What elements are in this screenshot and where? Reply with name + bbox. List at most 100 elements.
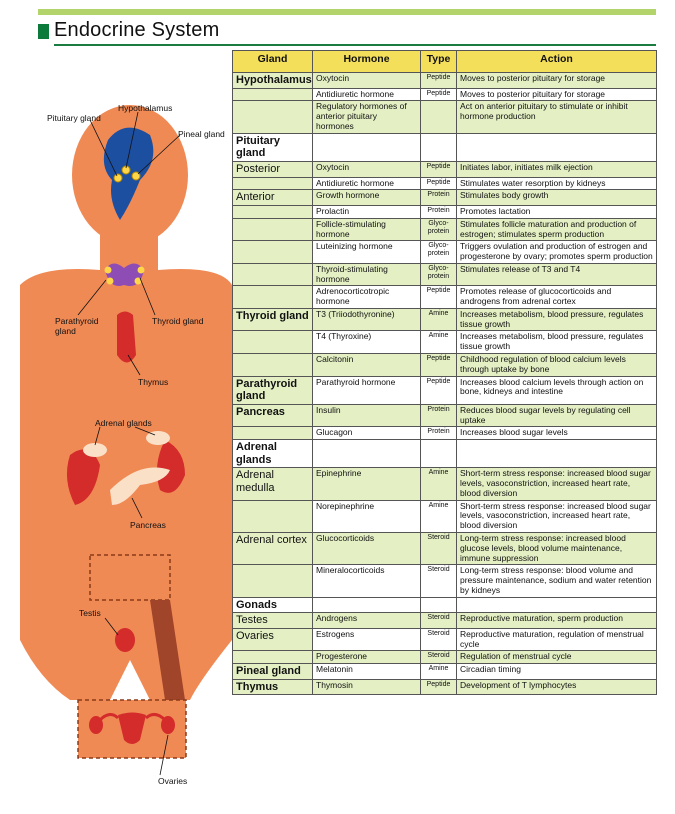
table-row: Progesterone Steroid Regulation of menst… xyxy=(232,650,657,665)
cell-gland xyxy=(232,176,313,191)
cell-gland-category: Pituitary gland xyxy=(232,132,313,162)
cell-gland: Parathyroid gland xyxy=(232,375,313,405)
cell-gland: Pancreas xyxy=(232,403,313,428)
cell-type: Glyco-protein xyxy=(420,217,457,242)
cell-gland: Adrenal cortex xyxy=(232,531,313,566)
cell-type: Amine xyxy=(420,663,457,680)
cell-type xyxy=(420,132,457,162)
adrenal-leader-1 xyxy=(94,426,101,446)
title-underline xyxy=(54,44,656,46)
uterus-shape xyxy=(118,712,146,744)
cell-hormone xyxy=(312,596,421,614)
label-thyroid: Thyroid gland xyxy=(152,316,204,326)
cell-hormone: T3 (Triiodothyronine) xyxy=(312,307,421,332)
cell-hormone: Growth hormone xyxy=(312,189,421,207)
body-illustration: Hypothalamus Pituitary gland Pineal glan… xyxy=(0,80,232,800)
label-adrenal: Adrenal glands xyxy=(95,418,152,428)
right-adrenal xyxy=(146,431,170,445)
inset-connector xyxy=(150,600,185,700)
cell-type: Peptide xyxy=(420,72,457,89)
cell-action: Short-term stress response: increased bl… xyxy=(456,467,657,501)
parathyroid-leader xyxy=(77,279,107,316)
cell-hormone: Antidiuretic hormone xyxy=(312,87,421,102)
cell-hormone: Adrenocorticotropic hormone xyxy=(312,285,421,309)
pituitary-leader xyxy=(89,119,118,177)
cell-action: Reduces blood sugar levels by regulating… xyxy=(456,403,657,428)
cell-hormone: Progesterone xyxy=(312,650,421,665)
table-row: Antidiuretic hormone Peptide Stimulates … xyxy=(232,176,657,191)
cell-hormone: Oxytocin xyxy=(312,160,421,178)
cell-hormone: Oxytocin xyxy=(312,72,421,89)
cell-action: Stimulates release of T3 and T4 xyxy=(456,262,657,287)
cell-action: Circadian timing xyxy=(456,663,657,680)
parathyroid-dot-2 xyxy=(137,266,145,274)
table-row: Thyroid gland T3 (Triiodothyronine) Amin… xyxy=(232,307,657,332)
cell-type: Steroid xyxy=(420,650,457,665)
testis-shape xyxy=(115,628,135,652)
table-row: Gonads xyxy=(232,596,657,614)
cell-action: Stimulates follicle maturation and produ… xyxy=(456,217,657,242)
ovaries-leader xyxy=(159,734,169,776)
cell-action: Increases blood sugar levels xyxy=(456,426,657,441)
cell-action xyxy=(456,132,657,162)
cell-action: Moves to posterior pituitary for storage xyxy=(456,72,657,89)
cell-type xyxy=(420,100,457,134)
pancreas-leader xyxy=(131,497,143,519)
cell-hormone: Parathyroid hormone xyxy=(312,375,421,405)
cell-type xyxy=(420,439,457,469)
cell-hormone xyxy=(312,439,421,469)
label-pineal: Pineal gland xyxy=(178,129,225,139)
cell-action: Moves to posterior pituitary for storage xyxy=(456,87,657,102)
cell-gland: Testes xyxy=(232,612,313,629)
cell-hormone: Epinephrine xyxy=(312,467,421,501)
cell-gland xyxy=(232,205,313,219)
cell-action: Reproductive maturation, regulation of m… xyxy=(456,627,657,652)
top-accent-bar xyxy=(38,9,656,15)
table-row: Adrenal glands xyxy=(232,439,657,469)
table-row: Posterior Oxytocin Peptide Initiates lab… xyxy=(232,160,657,178)
table-row: Testes Androgens Steroid Reproductive ma… xyxy=(232,612,657,629)
cell-action: Increases blood calcium levels through a… xyxy=(456,375,657,405)
endocrine-table: Gland Hormone Type Action Hypothalamus O… xyxy=(232,50,657,696)
table-row: Pituitary gland xyxy=(232,132,657,162)
cell-hormone: Norepinephrine xyxy=(312,499,421,533)
cell-action: Stimulates body growth xyxy=(456,189,657,207)
cell-hormone: Luteinizing hormone xyxy=(312,240,421,264)
table-row: Norepinephrine Amine Short-term stress r… xyxy=(232,499,657,533)
cell-type: Amine xyxy=(420,330,457,354)
cell-type: Amine xyxy=(420,499,457,533)
cell-gland xyxy=(232,499,313,533)
table-row: Pineal gland Melatonin Amine Circadian t… xyxy=(232,663,657,680)
table-row: Parathyroid gland Parathyroid hormone Pe… xyxy=(232,375,657,405)
cell-action: Short-term stress response: increased bl… xyxy=(456,499,657,533)
table-header-row: Gland Hormone Type Action xyxy=(232,50,657,73)
cell-type: Peptide xyxy=(420,160,457,178)
pancreas-shape xyxy=(110,467,170,505)
table-row: Mineralocorticoids Steroid Long-term str… xyxy=(232,564,657,598)
cell-action: Childhood regulation of blood calcium le… xyxy=(456,352,657,377)
cell-action: Development of T lymphocytes xyxy=(456,678,657,696)
cell-gland: Thymus xyxy=(232,678,313,696)
cell-action: Triggers ovulation and production of est… xyxy=(456,240,657,264)
table-row: Antidiuretic hormone Peptide Moves to po… xyxy=(232,87,657,102)
cell-action: Promotes lactation xyxy=(456,205,657,219)
cell-gland xyxy=(232,352,313,377)
table-row: Thyroid-stimulating hormone Glyco-protei… xyxy=(232,262,657,287)
hypothalamus-dot xyxy=(121,165,131,175)
label-pancreas: Pancreas xyxy=(130,520,166,530)
cell-gland xyxy=(232,217,313,242)
cell-type: Steroid xyxy=(420,531,457,566)
header-action: Action xyxy=(456,50,657,73)
table-row: Ovaries Estrogens Steroid Reproductive m… xyxy=(232,627,657,652)
table-row: Luteinizing hormone Glyco-protein Trigge… xyxy=(232,240,657,264)
table-row: Pancreas Insulin Protein Reduces blood s… xyxy=(232,403,657,428)
cell-hormone: Mineralocorticoids xyxy=(312,564,421,598)
cell-type: Protein xyxy=(420,426,457,441)
title-block: Endocrine System xyxy=(38,19,658,46)
cell-type: Peptide xyxy=(420,678,457,696)
cell-gland xyxy=(232,650,313,665)
cell-gland xyxy=(232,100,313,134)
cell-action xyxy=(456,596,657,614)
thyroid-leader xyxy=(139,277,156,316)
cell-action: Promotes release of glucocorticoids and … xyxy=(456,285,657,309)
